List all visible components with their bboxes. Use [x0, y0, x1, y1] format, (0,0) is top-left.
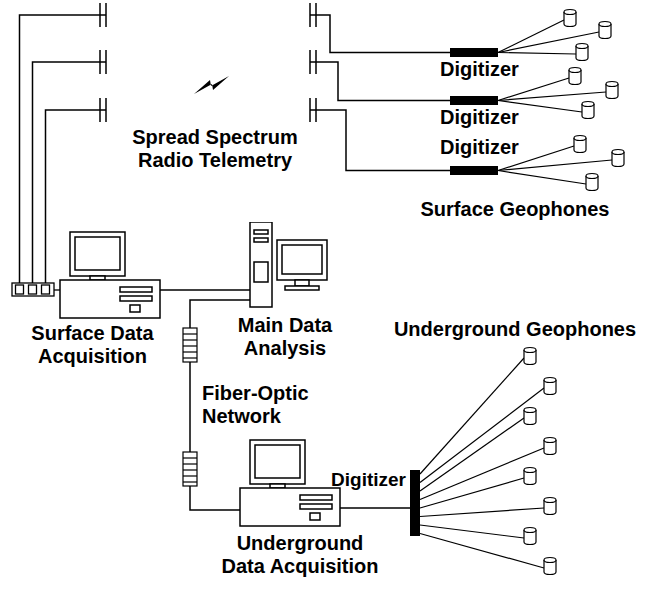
- geophone: [599, 22, 611, 27]
- digitizer-bar: [450, 166, 498, 175]
- digitizer-node: Digitizer: [318, 466, 422, 536]
- computer-icon: [225, 222, 345, 312]
- geophones: [420, 10, 624, 575]
- connector-line: [340, 507, 410, 509]
- free-label: Spread Spectrum Radio Telemetry: [120, 126, 310, 172]
- geophone: [586, 174, 598, 179]
- digitizer-node: Digitizer: [440, 46, 550, 81]
- computer-icon: [10, 228, 175, 322]
- free-label: Surface Geophones: [410, 198, 620, 221]
- computer-node: Surface Data Acquisition: [10, 228, 175, 368]
- node-label: Digitizer: [440, 106, 550, 129]
- geophone-cable: [498, 171, 586, 185]
- radio-bolt: [194, 76, 229, 94]
- connector-line: [33, 62, 451, 285]
- digitizer-bar: [450, 96, 498, 105]
- geophone-cable: [420, 358, 524, 474]
- geophone: [574, 136, 586, 141]
- geophone-cable: [420, 525, 524, 538]
- geophone: [544, 558, 556, 563]
- geophone-cable: [420, 508, 544, 517]
- geophone: [564, 10, 576, 15]
- computer-node: Main Data Analysis: [225, 222, 345, 360]
- node-label: Digitizer: [318, 468, 406, 491]
- geophone: [569, 68, 581, 73]
- geophone: [524, 468, 536, 473]
- geophone: [582, 102, 594, 107]
- node-label: Surface Data Acquisition: [10, 322, 175, 368]
- geophone: [524, 528, 536, 533]
- geophone-cable: [498, 20, 564, 53]
- geophone: [606, 82, 618, 87]
- geophone-cable: [420, 388, 544, 483]
- geophone-cable: [498, 53, 576, 55]
- geophone: [524, 408, 536, 413]
- digitizer-bar: [410, 470, 420, 536]
- node-label: Main Data Analysis: [225, 314, 345, 360]
- geophone: [544, 378, 556, 383]
- geophone-cable: [498, 92, 606, 101]
- digitizer-node: Digitizer: [440, 94, 550, 129]
- node-label: Digitizer: [440, 58, 550, 81]
- computer-node: Underground Data Acquisition: [215, 436, 385, 578]
- geophone-cable: [420, 418, 524, 491]
- edge-label: Fiber-Optic Network: [200, 382, 319, 428]
- geophone: [576, 44, 588, 49]
- connector-line: [20, 15, 451, 285]
- antennas: [100, 3, 316, 122]
- geophone-cable: [420, 478, 524, 508]
- digitizer-bar: [450, 48, 498, 57]
- node-label: Digitizer: [440, 136, 550, 159]
- free-label: Underground Geophones: [390, 318, 640, 341]
- geophone: [612, 150, 624, 155]
- node-label: Underground Data Acquisition: [215, 532, 385, 578]
- geophone: [544, 438, 556, 443]
- geophone-cable: [420, 448, 544, 500]
- geophone-cable: [498, 160, 612, 171]
- connector-line: [160, 289, 250, 291]
- geophone: [524, 348, 536, 353]
- geophone: [544, 498, 556, 503]
- connector-line: [46, 110, 451, 285]
- digitizer-node: Digitizer: [440, 136, 550, 175]
